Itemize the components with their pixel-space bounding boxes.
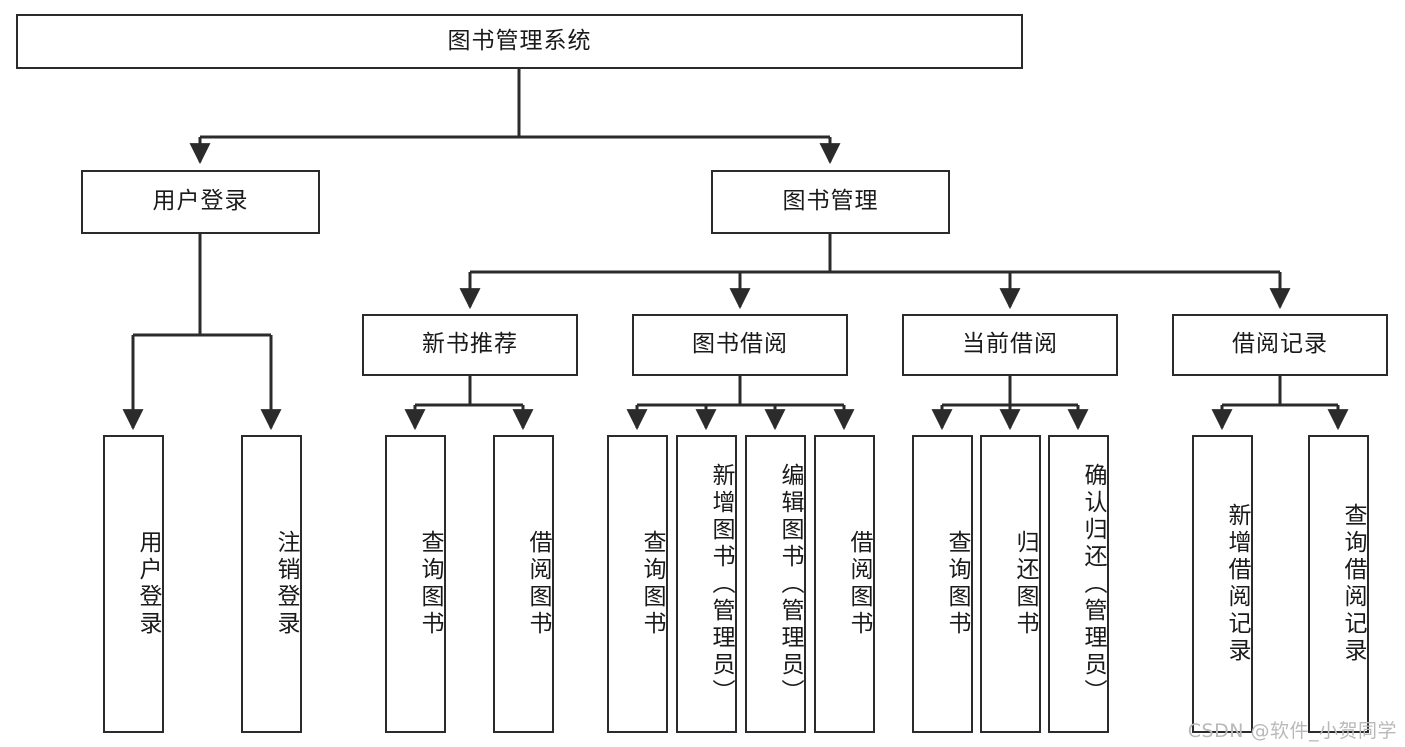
node-new-book-rec-label: 新书推荐 (422, 331, 518, 358)
node-leaf-add-book[interactable]: 新增图书（管理员） (676, 435, 737, 733)
node-leaf-borrow-book-2[interactable]: 借阅图书 (814, 435, 875, 733)
node-book-borrow-label: 图书借阅 (692, 331, 788, 358)
node-book-manage[interactable]: 图书管理 (711, 170, 950, 234)
node-leaf-query-book-1[interactable]: 查询图书 (385, 435, 446, 733)
node-leaf-query-record[interactable]: 查询借阅记录 (1308, 435, 1369, 733)
node-current-borrow-label: 当前借阅 (962, 331, 1058, 358)
node-leaf-confirm-return[interactable]: 确认归还（管理员） (1048, 435, 1109, 733)
node-leaf-edit-book[interactable]: 编辑图书（管理员） (745, 435, 806, 733)
node-leaf-borrow-book-1-label: 借阅图书 (525, 530, 551, 638)
node-leaf-user-logout-label: 注销登录 (273, 530, 299, 638)
node-new-book-rec[interactable]: 新书推荐 (362, 314, 578, 376)
node-leaf-return-book-label: 归还图书 (1012, 530, 1038, 638)
node-leaf-edit-book-label: 编辑图书（管理员） (777, 462, 803, 706)
node-leaf-add-record[interactable]: 新增借阅记录 (1192, 435, 1253, 733)
node-leaf-user-logout[interactable]: 注销登录 (241, 435, 302, 733)
node-user-login-label: 用户登录 (152, 188, 249, 215)
node-leaf-borrow-book-2-label: 借阅图书 (846, 530, 872, 638)
node-leaf-user-login-label: 用户登录 (135, 530, 161, 638)
node-leaf-borrow-book-1[interactable]: 借阅图书 (493, 435, 554, 733)
node-borrow-record-label: 借阅记录 (1232, 331, 1328, 358)
node-leaf-user-login[interactable]: 用户登录 (103, 435, 164, 733)
node-leaf-query-record-label: 查询借阅记录 (1340, 503, 1366, 665)
node-leaf-query-book-2[interactable]: 查询图书 (607, 435, 668, 733)
node-leaf-add-book-label: 新增图书（管理员） (708, 462, 734, 706)
node-leaf-query-book-3-label: 查询图书 (944, 530, 970, 638)
node-leaf-confirm-return-label: 确认归还（管理员） (1080, 462, 1106, 706)
csdn-watermark: CSDN @软件_小贺同学 (1187, 720, 1397, 742)
node-root-label: 图书管理系统 (447, 27, 592, 54)
node-borrow-record[interactable]: 借阅记录 (1172, 314, 1388, 376)
node-leaf-add-record-label: 新增借阅记录 (1224, 503, 1250, 665)
node-root[interactable]: 图书管理系统 (16, 14, 1023, 69)
node-book-manage-label: 图书管理 (782, 188, 879, 215)
node-book-borrow[interactable]: 图书借阅 (632, 314, 848, 376)
node-leaf-query-book-1-label: 查询图书 (417, 530, 443, 638)
node-leaf-query-book-2-label: 查询图书 (639, 530, 665, 638)
node-current-borrow[interactable]: 当前借阅 (902, 314, 1118, 376)
node-leaf-query-book-3[interactable]: 查询图书 (912, 435, 973, 733)
node-user-login[interactable]: 用户登录 (81, 170, 320, 234)
node-leaf-return-book[interactable]: 归还图书 (980, 435, 1041, 733)
